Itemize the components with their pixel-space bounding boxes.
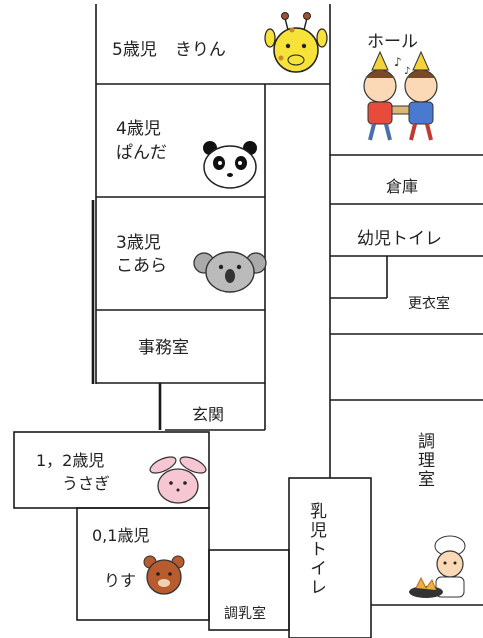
name-class4: ぱんだ bbox=[116, 143, 167, 163]
chef-icon bbox=[409, 535, 466, 598]
age-class3: 3歳児 bbox=[116, 233, 161, 253]
name-class12: うさぎ bbox=[62, 474, 111, 493]
age-class5: 5歳児 bbox=[112, 40, 157, 60]
room-changing: 更衣室 bbox=[408, 296, 450, 312]
room-kitchen: 調理室 bbox=[414, 432, 434, 489]
age-class12: 1，2歳児 bbox=[36, 451, 105, 470]
rabbit-icon bbox=[149, 456, 207, 504]
room-milk: 調乳室 bbox=[224, 606, 266, 622]
name-class01: りす bbox=[104, 571, 137, 590]
age-class4: 4歳児 bbox=[116, 119, 161, 139]
room-infant-toilet: 乳児トイレ bbox=[306, 502, 326, 597]
panda-icon bbox=[203, 141, 257, 189]
name-class3: こあら bbox=[116, 256, 167, 276]
dancing-children-icon: ♪ ♪ bbox=[363, 50, 438, 141]
name-class5: きりん bbox=[174, 40, 226, 60]
room-child-toilet: 幼児トイレ bbox=[357, 229, 442, 249]
koala-icon bbox=[193, 251, 267, 293]
bear-icon bbox=[143, 555, 185, 595]
age-class01: 0,1歳児 bbox=[92, 526, 150, 545]
giraffe-icon bbox=[264, 12, 328, 73]
room-label-class5: 5歳児きりん bbox=[112, 38, 226, 62]
svg-text:♪: ♪ bbox=[394, 55, 402, 69]
room-office: 事務室 bbox=[138, 338, 189, 358]
svg-text:♪: ♪ bbox=[404, 66, 410, 77]
room-hall: ホール bbox=[367, 32, 418, 52]
room-storage: 倉庫 bbox=[386, 177, 419, 196]
room-entrance: 玄関 bbox=[192, 405, 225, 424]
infant-toilet-outline bbox=[288, 477, 372, 638]
